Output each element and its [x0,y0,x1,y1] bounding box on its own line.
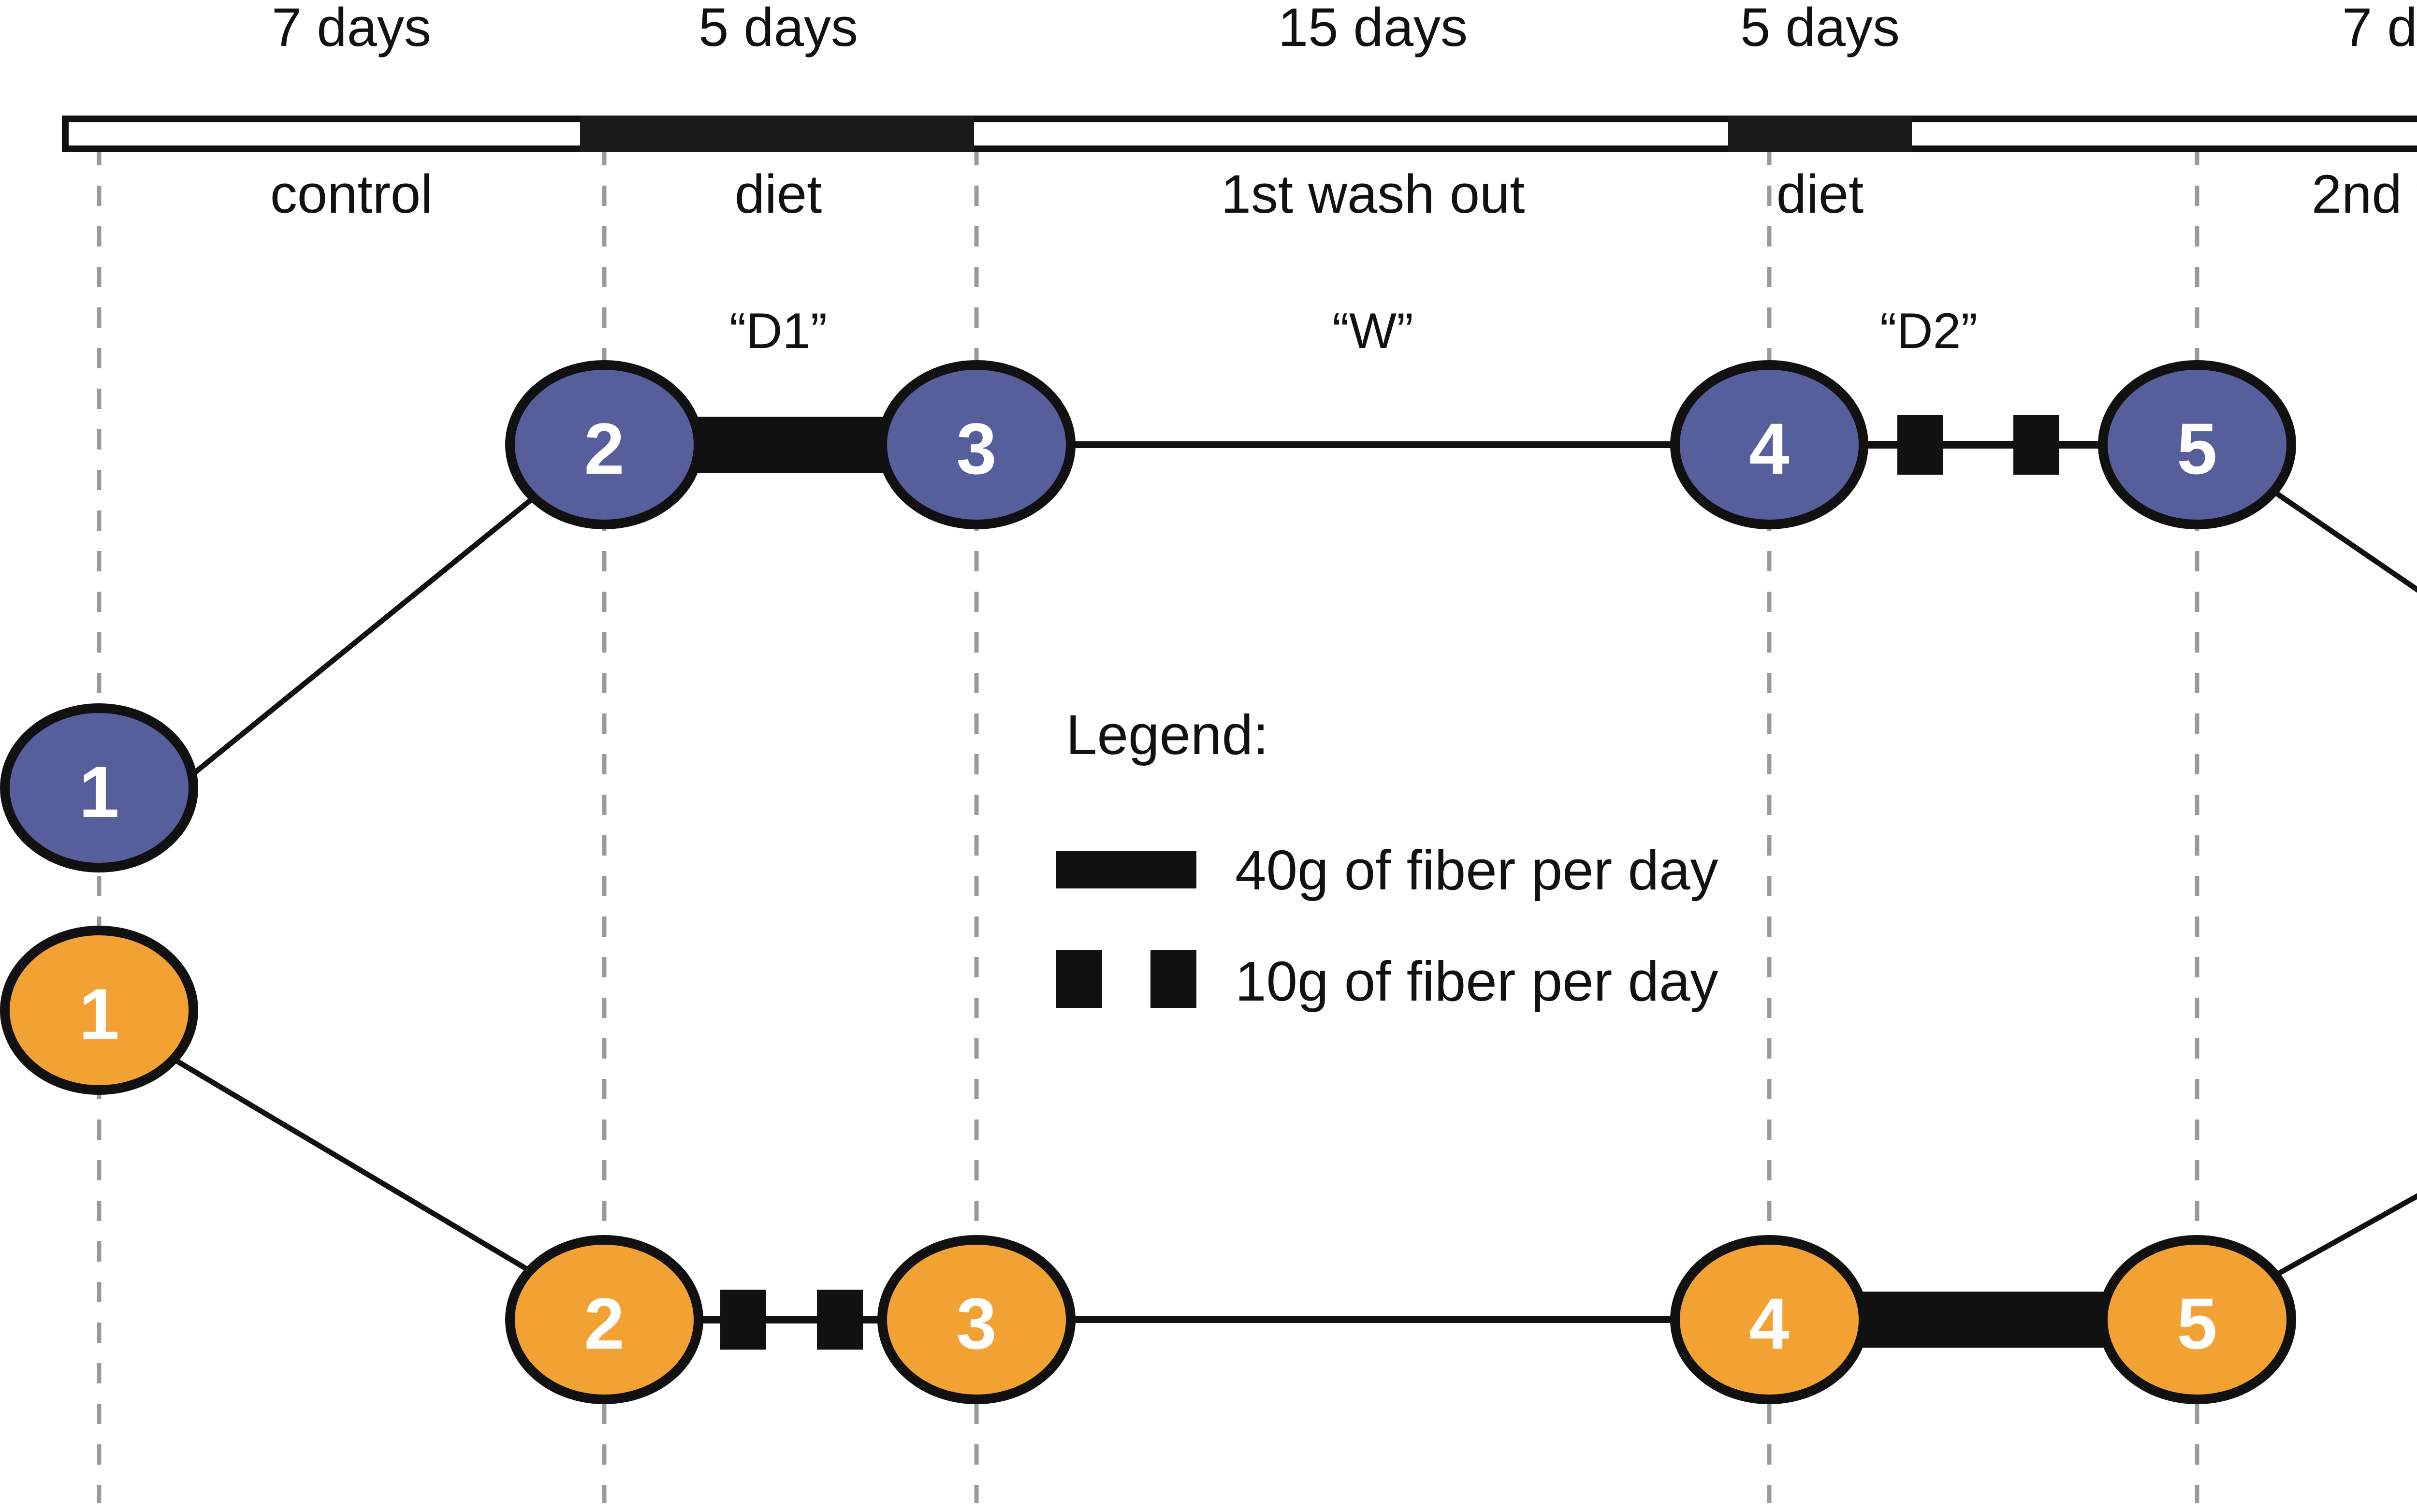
orange-node-3-label: 3 [956,1283,996,1364]
orange-node-5[interactable]: 5 [2098,1235,2296,1404]
orange-link-5-6 [2246,1193,2417,1293]
timeline-bar [62,116,2417,152]
orange-node-1[interactable]: 1 [0,926,198,1095]
duration-label-2: 5 days [699,0,858,58]
phase-labels: control diet 1st wash out diet 2nd wash … [270,164,2417,224]
blue-node-4[interactable]: 4 [1670,360,1868,529]
blue-node-1[interactable]: 1 [0,703,198,872]
orange-node-4-label: 4 [1749,1283,1789,1364]
duration-label-1: 7 days [272,0,431,58]
orange-link-4-5-solid-40g [1818,1292,2151,1348]
blue-link-5-6 [2246,471,2417,593]
legend-title: Legend: [1066,703,1268,766]
blue-link-1-2 [138,471,565,819]
orange-link-1-2 [139,1037,565,1293]
duration-label-4: 5 days [1740,0,1900,58]
blue-node-2[interactable]: 2 [505,360,703,529]
orange-node-2-label: 2 [584,1283,624,1364]
orange-node-4[interactable]: 4 [1670,1235,1868,1404]
orange-node-2[interactable]: 2 [505,1235,703,1404]
orange-node-5-label: 5 [2177,1283,2217,1364]
blue-node-1-label: 1 [79,751,119,832]
phase-label-diet-1: diet [735,164,822,224]
legend-label-40g: 40g of fiber per day [1235,839,1718,901]
phase-codes: “D1” “W” “D2” [729,303,1978,359]
phase-label-washout-2: 2nd wash out [2312,164,2417,224]
legend-item-40g: 40g of fiber per day [1056,839,1718,901]
duration-label-5: 7 days [2342,0,2417,58]
legend-swatch-solid-bar [1056,851,1196,888]
phase-code-d2: “D2” [1880,303,1978,359]
phase-label-control: control [270,164,433,224]
legend-label-10g: 10g of fiber per day [1235,950,1718,1013]
phase-code-d1: “D1” [729,303,827,359]
phase-label-washout-1: 1st wash out [1221,164,1525,224]
timeline-segment-diet-2 [1728,116,1912,152]
legend-item-10g: 10g of fiber per day [1056,950,1718,1013]
duration-labels: 7 days 5 days 15 days 5 days 7 days [272,0,2417,58]
duration-label-3: 15 days [1278,0,1468,58]
blue-node-3[interactable]: 3 [877,360,1076,529]
timeline-bar-outline [62,116,2417,152]
arm-blue: 1 2 3 4 5 6 [0,360,2417,872]
orange-node-3[interactable]: 3 [877,1235,1076,1404]
blue-node-2-label: 2 [584,408,624,489]
blue-node-5-label: 5 [2177,408,2217,489]
blue-link-4-5-dashed-10g [1818,415,2149,475]
blue-node-3-label: 3 [956,408,996,489]
timeline-segment-diet-1 [580,116,974,152]
orange-node-1-label: 1 [79,974,119,1055]
arm-orange: 1 2 3 4 5 6 [0,926,2417,1404]
legend-swatch-dashed-bar-left [1056,950,1102,1008]
blue-node-5[interactable]: 5 [2098,360,2296,529]
blue-node-4-label: 4 [1749,408,1789,489]
phase-label-diet-2: diet [1776,164,1864,224]
legend-swatch-dashed-bar-right [1150,950,1196,1008]
phase-code-w: “W” [1332,303,1413,359]
legend: Legend: 40g of fiber per day 10g of fibe… [1056,703,1718,1013]
